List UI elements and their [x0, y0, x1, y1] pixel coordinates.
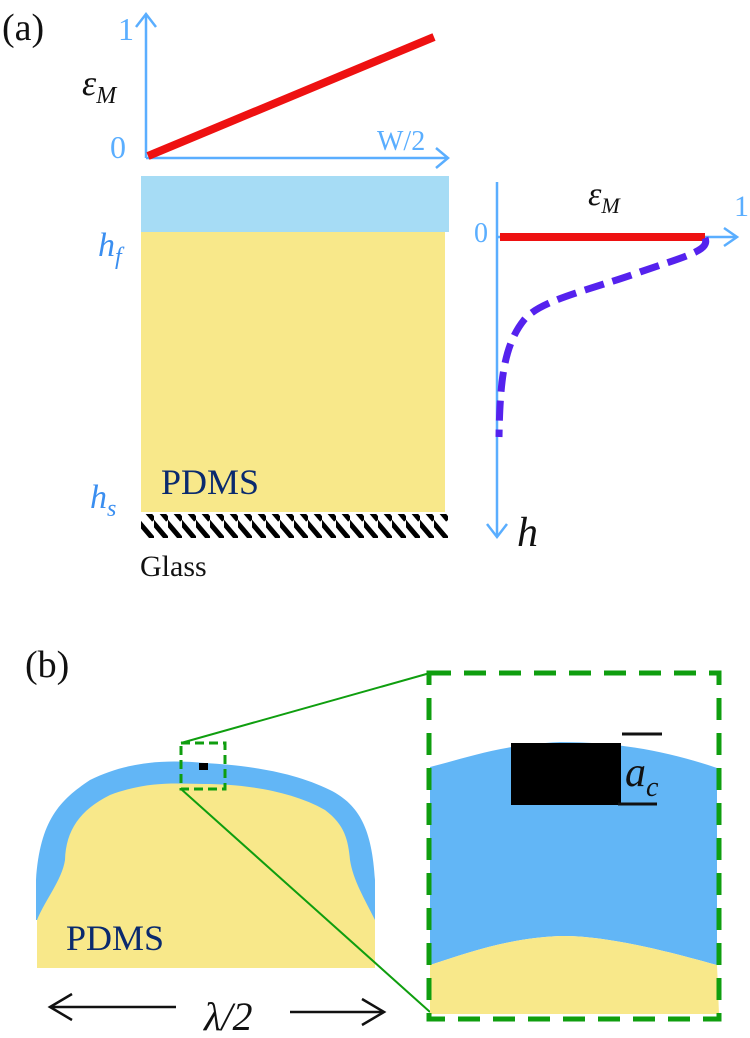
hs-label: hs	[90, 479, 116, 522]
pdms-layer	[141, 232, 445, 512]
zoom-line-bottom	[180, 788, 431, 1013]
side-plot-tick-1: 1	[734, 190, 749, 223]
zoom-source-box	[179, 741, 227, 791]
crack-depth-label-sub: c	[646, 772, 659, 803]
top-plot-y-tick-0: 0	[110, 129, 126, 165]
span-label: λ/2	[203, 994, 252, 1038]
side-plot-x-label-sub: M	[600, 193, 621, 218]
top-plot-strain-line	[146, 33, 436, 160]
hf-label-sub: f	[115, 244, 125, 270]
top-plot-y-label: εM	[82, 63, 118, 109]
hs-label-main: h	[90, 479, 107, 516]
inset-pdms	[430, 935, 719, 1014]
inset-crack	[511, 743, 621, 805]
pdms-label-b: PDMS	[66, 918, 164, 958]
film-layer	[141, 176, 449, 232]
pdms-label-a: PDMS	[161, 462, 259, 502]
top-plot-x-label: W/2	[377, 126, 425, 157]
top-plot-y-label-main: ε	[82, 63, 97, 103]
hf-label-main: h	[98, 227, 115, 264]
glass-hatch	[141, 514, 448, 538]
inset-film	[430, 742, 717, 965]
hf-label: hf	[98, 227, 125, 270]
glass-label: Glass	[140, 550, 207, 583]
side-plot-x-label-main: ε	[588, 176, 602, 213]
layer-stack: PDMS Glass hf hs	[90, 176, 449, 583]
side-plot: 0 1 εM h	[474, 176, 749, 556]
zoom-line-top	[180, 672, 431, 744]
side-plot-h-label: h	[517, 510, 538, 556]
top-plot: 1 0 W/2 εM	[82, 11, 450, 169]
top-plot-x-arrowhead	[435, 147, 450, 169]
inset-frame	[426, 670, 722, 1022]
hs-label-sub: s	[107, 496, 116, 522]
pdms-bump	[37, 783, 375, 968]
panel-b-label: (b)	[25, 644, 69, 686]
wrinkle-profile: PDMS	[36, 741, 375, 968]
panel-a-label: (a)	[2, 7, 44, 49]
crack-depth-label-main: a	[625, 750, 646, 796]
crack-marker	[199, 763, 208, 770]
span-arrowhead-right	[361, 997, 387, 1027]
zoom-inset: ac	[426, 670, 722, 1022]
crack-depth-label: ac	[625, 750, 659, 803]
side-plot-strain-arrowhead	[723, 226, 740, 248]
side-plot-h-arrowhead	[486, 523, 508, 540]
top-plot-y-label-sub: M	[95, 83, 118, 109]
top-plot-y-tick-1: 1	[118, 11, 134, 47]
side-plot-x-label: εM	[588, 176, 621, 218]
side-plot-tick-0: 0	[474, 218, 488, 249]
span-dimension: λ/2	[47, 992, 387, 1038]
side-plot-dashed-curve	[495, 236, 710, 438]
span-arrowhead-left	[47, 992, 73, 1022]
top-plot-y-arrowhead	[135, 11, 157, 28]
